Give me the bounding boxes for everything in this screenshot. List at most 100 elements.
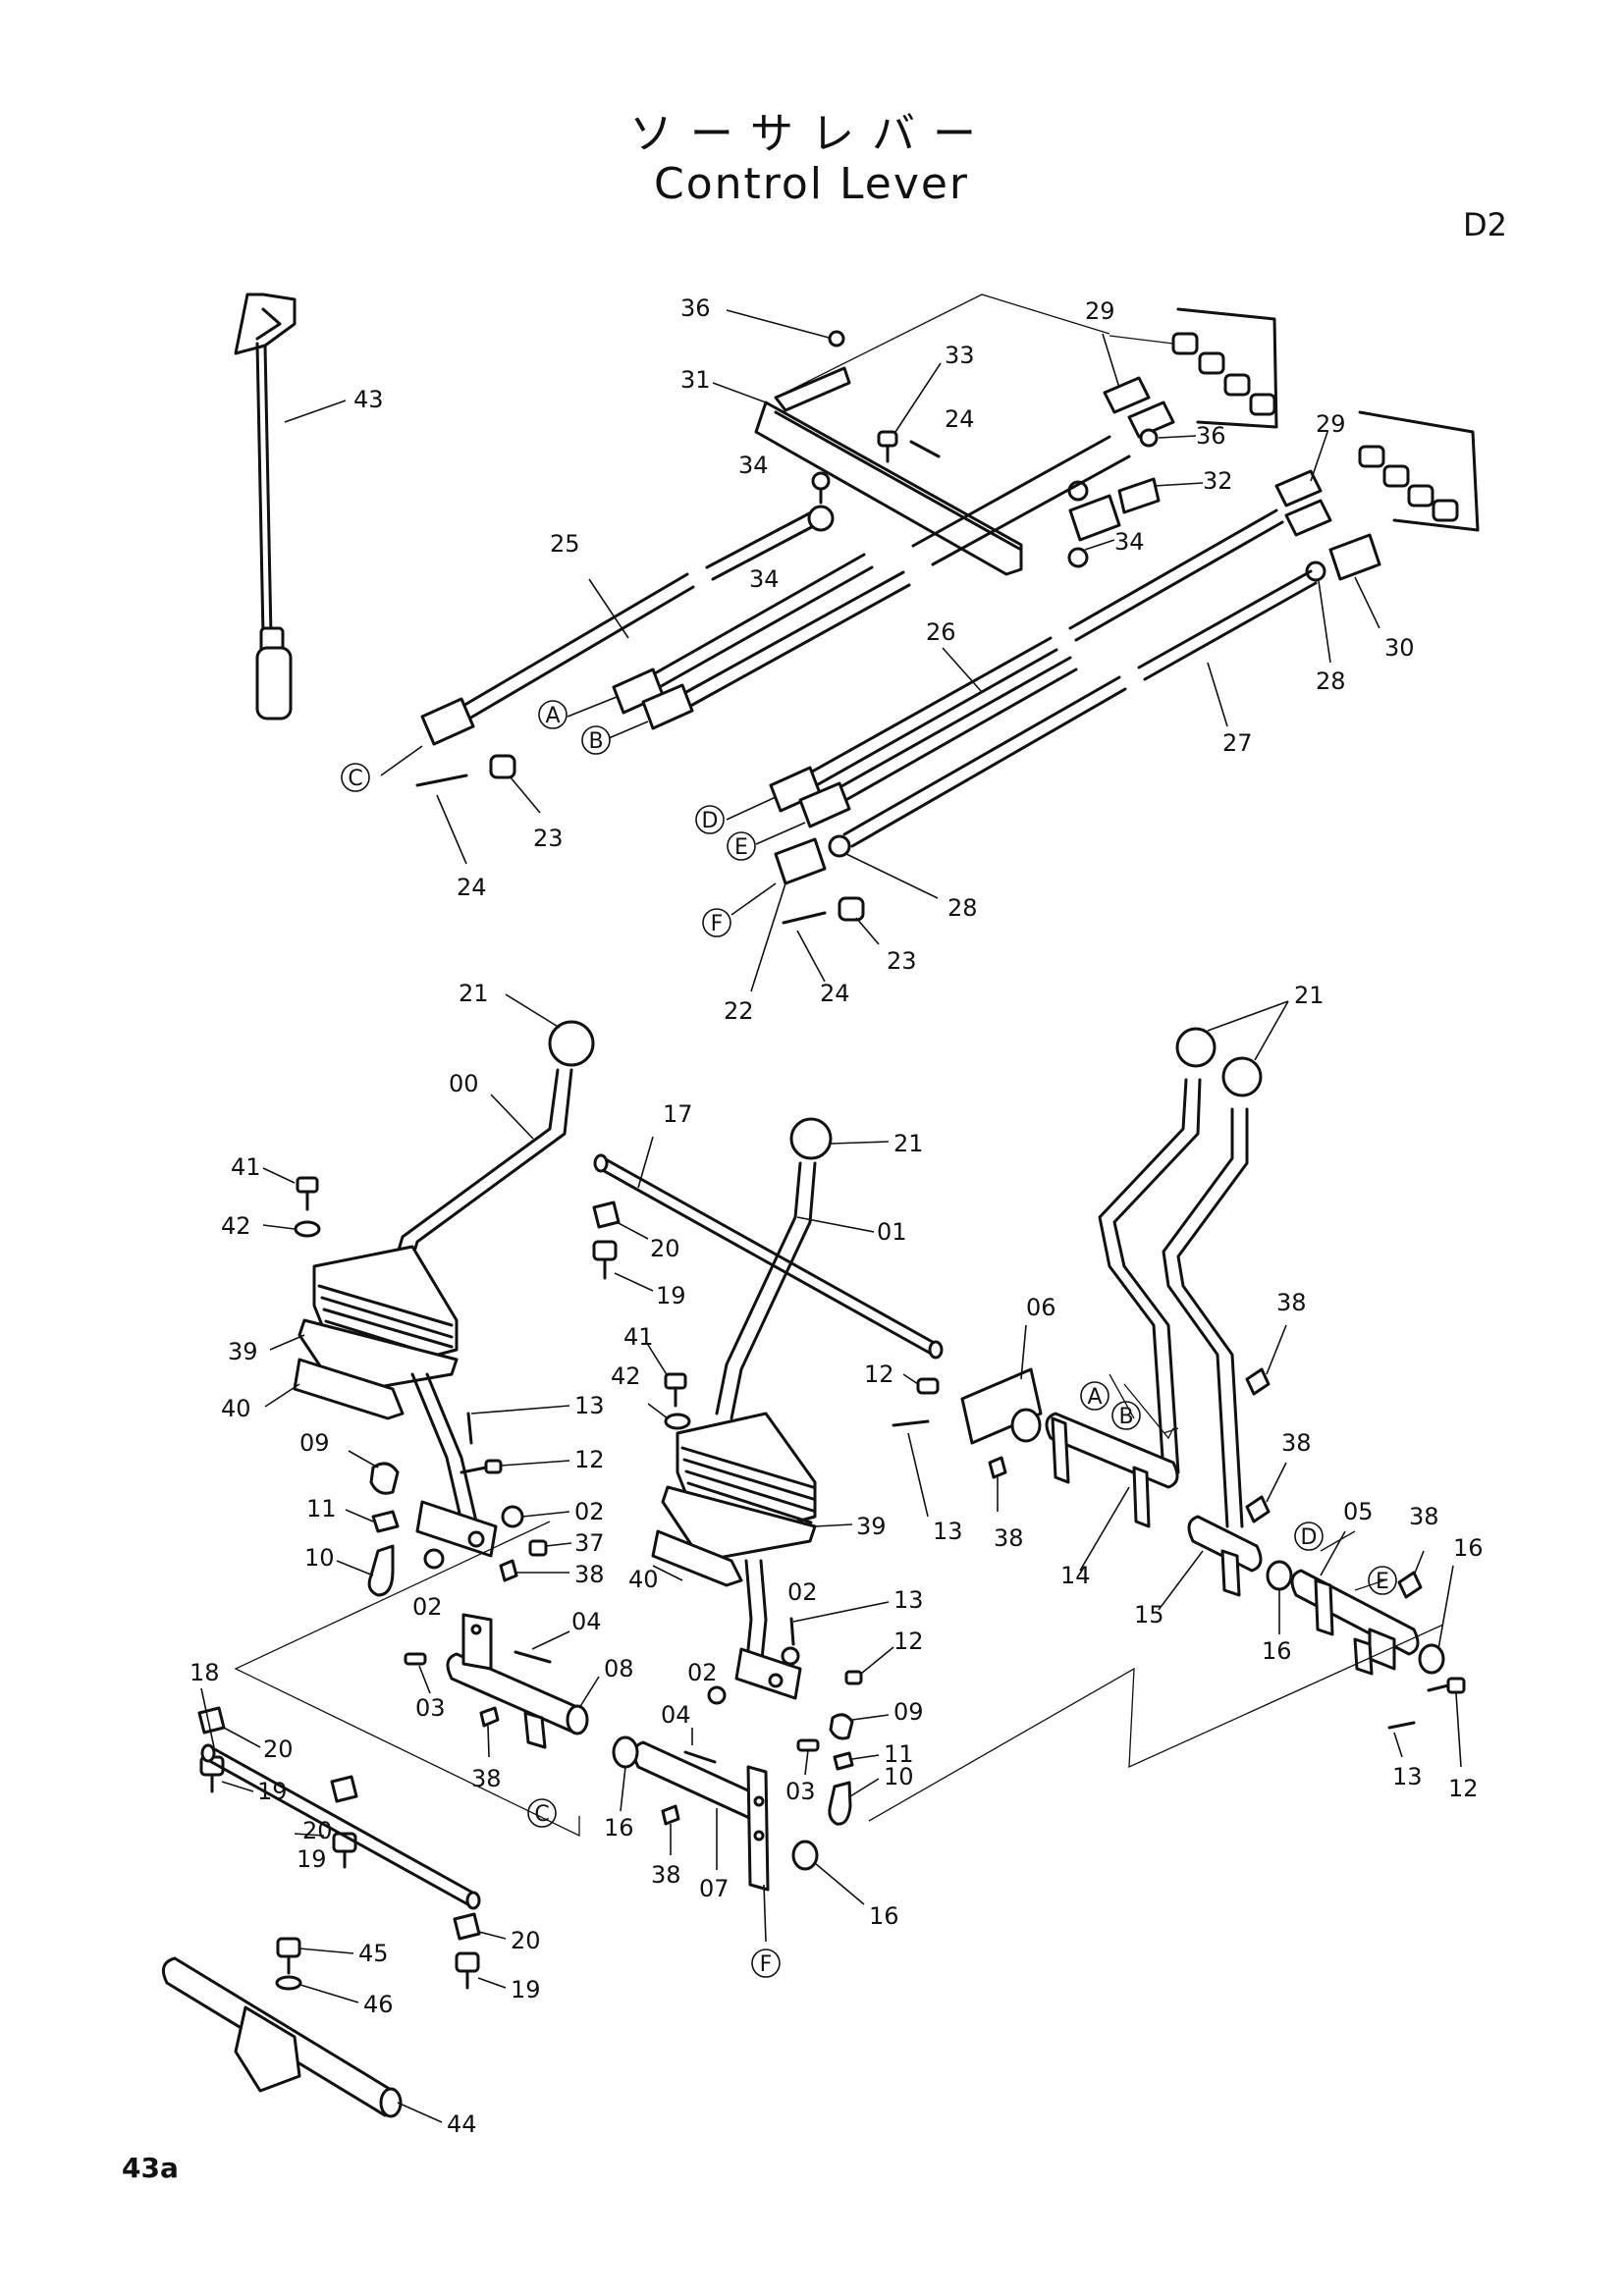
label-01: 01 [877,1218,907,1246]
part-11-nut [345,1509,880,1771]
label-16-right: 16 [1453,1534,1484,1562]
label-38-right-low: 38 [1409,1503,1439,1530]
label-29-upper: 29 [1085,297,1115,325]
label-38-right-rod: 38 [994,1524,1024,1552]
label-16-mid: 16 [1262,1637,1292,1665]
svg-text:D: D [702,809,719,833]
part-29-clevis [1102,333,1332,537]
svg-text:B: B [588,729,603,754]
label-20-low: 20 [511,1927,541,1954]
label-20-top: 20 [650,1235,680,1262]
label-21-right: 21 [1294,982,1325,1009]
ref-letter-d-upper: D [695,805,725,834]
svg-text:B: B [1118,1405,1133,1429]
label-06: 06 [1026,1294,1056,1321]
label-20-mid: 20 [302,1817,333,1844]
label-20-left: 20 [263,1735,294,1763]
label-10-mid: 10 [884,1763,914,1790]
label-09-left: 09 [299,1429,330,1457]
label-38-right-mid: 38 [1281,1429,1312,1457]
part-32-block [1067,477,1204,568]
part-44-bar [161,1956,443,2123]
label-32: 32 [1203,467,1233,495]
part-05-shaft [1290,1530,1420,1676]
ref-letter-a-upper: A [538,700,568,729]
label-34-mid: 34 [749,565,780,593]
ref-letter-f-lower: F [751,1949,781,1978]
lever-arm-lower [410,1372,498,1558]
label-16-left: 16 [604,1814,634,1842]
part-02-bushing [423,1505,800,1705]
part-20-nut [197,1201,649,1941]
svg-text:E: E [734,835,748,860]
label-40-left: 40 [221,1395,251,1422]
part-22-clevis [750,837,827,992]
label-36: 36 [680,294,711,322]
label-46: 46 [363,1991,394,2018]
svg-text:F: F [760,1952,773,1977]
label-24-left: 24 [457,874,487,901]
part-12-bolt [460,1459,1466,1768]
label-16-low: 16 [869,1902,899,1930]
page-number: 43a [122,2152,179,2184]
ref-letter-c-lower: C [527,1798,557,1828]
ref-letter-c-upper: C [341,763,370,792]
label-30: 30 [1384,634,1415,662]
part-13-pin [466,1405,1416,1758]
label-31: 31 [680,366,711,394]
part-03-pin [404,1652,820,1776]
part-14-lever [1045,1078,1202,1572]
label-02-left: 02 [412,1593,443,1621]
ref-letter-a-lower: A [1080,1381,1109,1411]
svg-text:C: C [348,767,362,791]
label-08: 08 [604,1655,634,1682]
part-17-shaft [593,1136,944,1360]
part-30-clevis [1305,533,1381,664]
ref-letter-f-upper: F [702,908,731,937]
label-02-top: 02 [574,1498,605,1525]
label-13-mid: 13 [933,1518,963,1545]
svg-text:A: A [545,704,560,728]
part-18-shaft [200,1687,481,1910]
label-29-lower: 29 [1316,410,1346,438]
part-16-bushing [612,1560,1454,1905]
label-26: 26 [926,618,956,646]
label-19-mid: 19 [297,1845,327,1873]
label-04-left: 04 [571,1608,602,1635]
svg-text:A: A [1087,1385,1102,1410]
label-11-mid: 11 [884,1740,914,1768]
label-38-left: 38 [574,1561,605,1588]
label-27: 27 [1222,729,1253,757]
label-33: 33 [945,342,975,369]
label-39-left: 39 [228,1338,258,1365]
label-42-mid: 42 [611,1362,641,1390]
part-33-pin [877,362,942,463]
svg-text:D: D [1301,1525,1318,1550]
label-09-mid: 09 [893,1698,924,1726]
label-04-mid: 04 [661,1701,691,1729]
section-code: D2 [1463,206,1507,243]
label-41-mid: 41 [623,1323,654,1351]
label-19-low: 19 [511,1976,541,2003]
ref-letter-e-lower: E [1368,1566,1397,1595]
label-10-left: 10 [304,1544,335,1572]
part-42-washer-middle [647,1403,691,1430]
part-number-labels: 43 36 31 33 24 29 36 29 34 32 34 25 34 2… [189,294,1484,2138]
label-05: 05 [1343,1498,1374,1525]
label-03-mid: 03 [785,1778,816,1805]
part-23-pin [489,754,880,945]
label-23-mid: 23 [887,947,917,975]
part-36-washer [1139,428,1197,448]
part-45-bolt [276,1937,354,1975]
label-37: 37 [574,1529,605,1557]
label-38-low: 38 [471,1765,502,1792]
part-38-fitting [479,1324,1425,1855]
ref-letter-b-lower: B [1111,1401,1141,1430]
part-01-lever [715,1117,890,1420]
label-22: 22 [724,997,754,1025]
label-02-lower: 02 [687,1659,718,1686]
part-00-lever [386,993,595,1293]
label-24-mid: 24 [820,980,850,1007]
svg-text:F: F [711,912,724,936]
